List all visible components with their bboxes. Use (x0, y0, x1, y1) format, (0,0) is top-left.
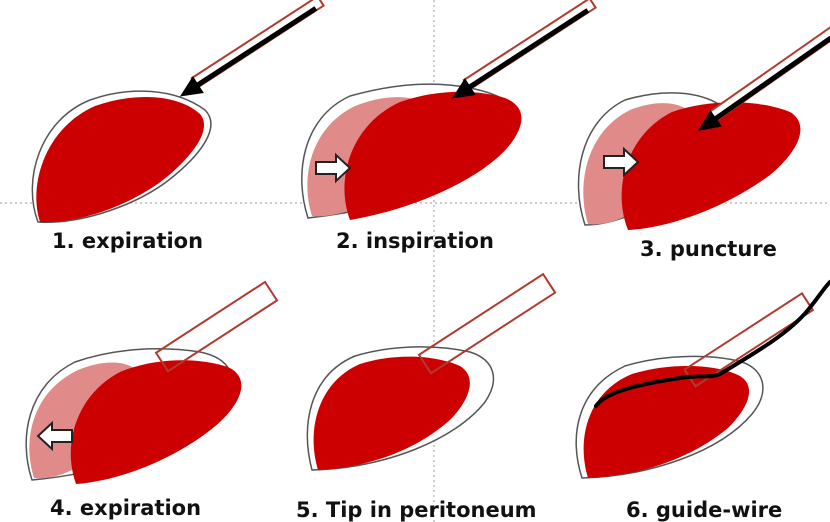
panel-6: 6. guide-wire (576, 282, 830, 522)
caption: 3. puncture (640, 237, 777, 261)
panel-4: 4. expiration (26, 282, 277, 520)
caption: 6. guide-wire (626, 498, 782, 522)
panel-3: 3. puncture (578, 25, 830, 261)
needle (174, 0, 327, 105)
panel-2: 2. inspiration (302, 0, 600, 253)
panel-5: 5. Tip in peritoneum (296, 274, 555, 522)
panel-1: 1. expiration (32, 0, 328, 253)
needle (446, 0, 599, 107)
caption: 4. expiration (50, 496, 201, 520)
caption: 5. Tip in peritoneum (296, 498, 537, 522)
liver-shape (36, 97, 204, 222)
caption: 2. inspiration (336, 229, 494, 253)
caption: 1. expiration (52, 229, 203, 253)
